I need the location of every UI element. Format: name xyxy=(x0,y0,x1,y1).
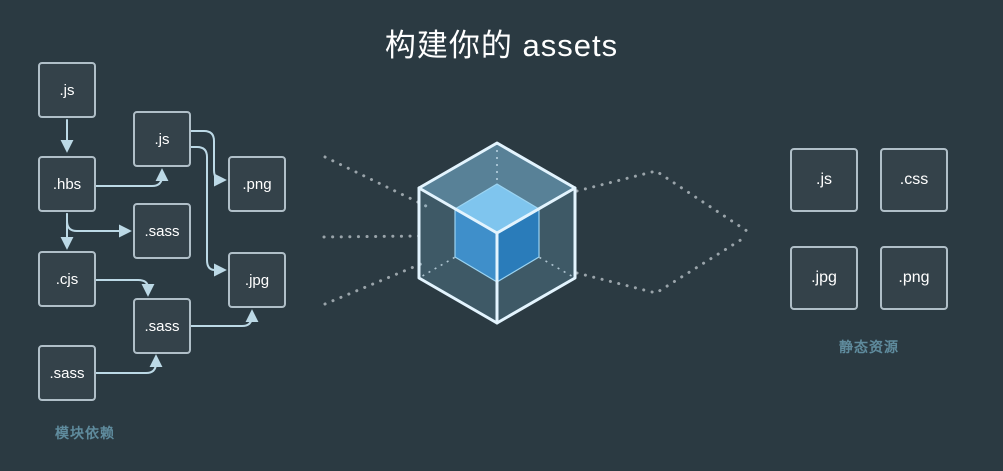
output-box-jpg: .jpg xyxy=(790,246,858,310)
arrow-sass-to-sass xyxy=(95,354,163,374)
dependency-arrows xyxy=(60,119,259,374)
webpack-logo xyxy=(417,141,577,325)
module-box-hbs: .hbs xyxy=(38,156,96,212)
module-box-sass-3: .sass xyxy=(38,345,96,401)
output-flow-line xyxy=(575,169,749,233)
outputs-caption: 静态资源 xyxy=(839,339,899,355)
input-flow-line xyxy=(323,259,430,306)
arrow-hbs-to-js xyxy=(95,168,169,187)
page-title: 构建你的 assets xyxy=(384,28,619,63)
module-box-cjs: .cjs xyxy=(38,251,96,307)
arrow-js-to-png xyxy=(190,130,227,187)
module-box-js-1: .js xyxy=(38,62,96,118)
logo-outer-edges xyxy=(417,141,577,325)
output-box-css: .css xyxy=(880,148,948,212)
input-flow-line xyxy=(322,234,423,239)
module-box-jpg: .jpg xyxy=(228,252,286,308)
module-box-sass-2: .sass xyxy=(133,298,191,354)
output-box-js: .js xyxy=(790,148,858,212)
input-flow-line xyxy=(323,155,430,209)
arrow-sass-to-jpg xyxy=(190,309,259,327)
output-flow-line xyxy=(575,234,749,295)
output-box-png: .png xyxy=(880,246,948,310)
module-box-js-2: .js xyxy=(133,111,191,167)
flow-dotted-lines xyxy=(322,155,749,306)
module-box-png: .png xyxy=(228,156,286,212)
arrow-hbs-to-sass xyxy=(66,213,132,238)
modules-caption: 模块依赖 xyxy=(55,425,115,441)
arrow-cjs-to-sass xyxy=(95,279,155,297)
arrow-js-to-jpg xyxy=(190,146,227,277)
module-box-sass-1: .sass xyxy=(133,203,191,259)
